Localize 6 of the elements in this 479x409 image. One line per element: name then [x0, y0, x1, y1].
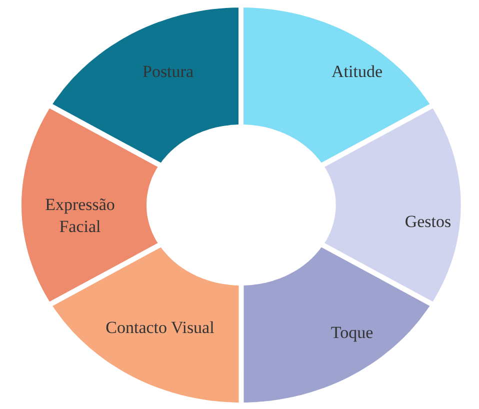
piece-label: Contacto Visual — [104, 317, 216, 339]
piece-label: Expressão Facial — [44, 194, 116, 238]
piece-label: Postura — [141, 61, 194, 83]
piece-label: Atitude — [330, 61, 384, 83]
piece-label: Toque — [330, 322, 374, 344]
piece-label: Gestos — [404, 211, 452, 233]
